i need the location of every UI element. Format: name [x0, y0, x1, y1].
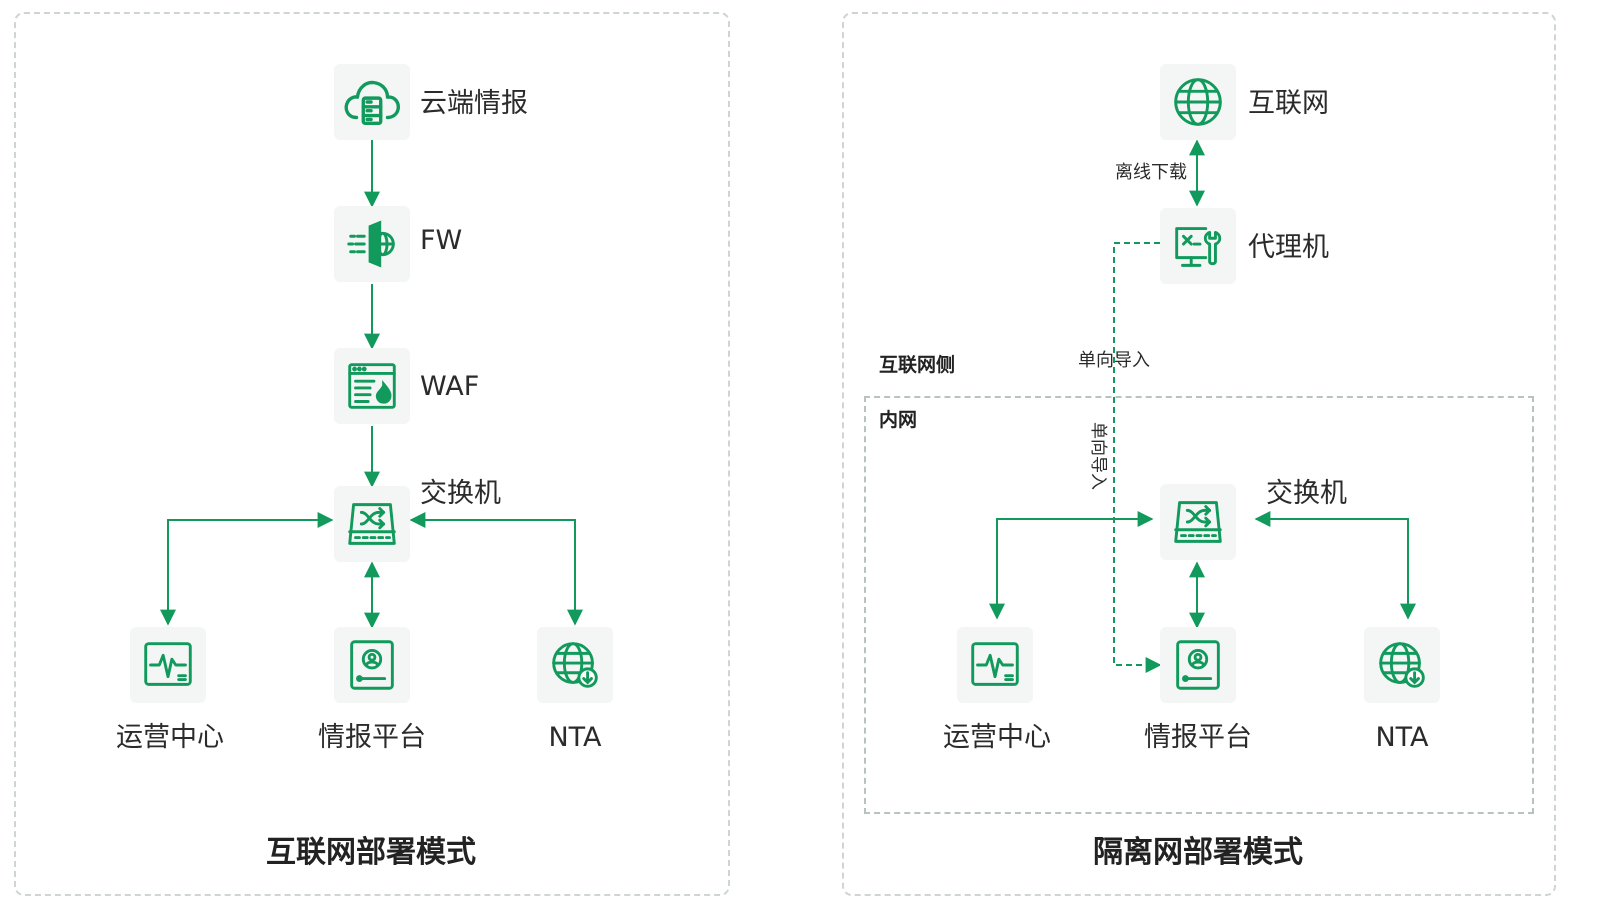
ops-label: 运营中心	[116, 722, 224, 753]
nta-globe-icon	[1364, 627, 1440, 703]
switch-label: 交换机	[420, 478, 501, 509]
cloud-server-icon	[334, 64, 410, 140]
cloud-label: 云端情报	[420, 88, 528, 119]
internet-side-label: 互联网侧	[879, 354, 956, 376]
edge-switch-ops	[160, 512, 334, 626]
globe-icon	[1160, 64, 1236, 140]
internet-mode-title: 互联网部署模式	[266, 835, 476, 870]
intel-platform-icon	[334, 627, 410, 703]
firewall-icon	[334, 206, 410, 282]
oneway-import-vertical-label: 单向导入	[1088, 422, 1108, 490]
edge-switch-nta	[409, 512, 583, 626]
switch-label-r: 交换机	[1266, 478, 1347, 509]
offline-download-label: 离线下载	[1115, 162, 1187, 183]
internet-mode-panel	[14, 12, 730, 896]
intranet-zone	[864, 396, 1534, 814]
internet-label: 互联网	[1248, 88, 1329, 119]
isolated-mode-title: 隔离网部署模式	[1093, 835, 1303, 870]
ops-label-r: 运营中心	[943, 722, 1051, 753]
waf-icon	[334, 348, 410, 424]
nta-globe-icon	[537, 627, 613, 703]
monitor-pulse-icon	[957, 627, 1033, 703]
switch-icon	[334, 486, 410, 562]
edge-switch-nta-r	[1254, 511, 1416, 620]
waf-label: WAF	[420, 371, 480, 402]
edge-switch-ops-r	[989, 511, 1154, 620]
proxy-label: 代理机	[1248, 232, 1329, 263]
nta-label-r: NTA	[1375, 722, 1429, 753]
proxy-machine-icon	[1160, 208, 1236, 284]
nta-label: NTA	[548, 722, 602, 753]
edge-oneway-import	[1113, 242, 1162, 673]
intranet-label: 内网	[879, 409, 918, 431]
monitor-pulse-icon	[130, 627, 206, 703]
switch-icon	[1160, 484, 1236, 560]
isolated-mode-panel	[842, 12, 1556, 896]
intel-label-r: 情报平台	[1144, 722, 1252, 753]
intel-platform-icon	[1160, 627, 1236, 703]
intel-label: 情报平台	[318, 722, 426, 753]
fw-label: FW	[420, 225, 463, 256]
oneway-import-label: 单向导入	[1078, 350, 1150, 371]
